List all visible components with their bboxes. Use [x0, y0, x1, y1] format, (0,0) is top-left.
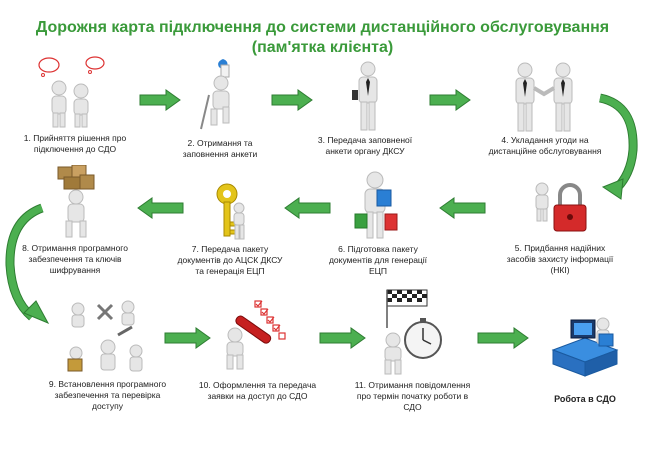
arrow-right-6	[477, 327, 529, 349]
arrow-right-3	[429, 89, 471, 111]
padlock-icon	[535, 182, 587, 232]
diagram-title: Дорожня карта підключення до системи дис…	[35, 19, 610, 36]
arrow-left-3	[137, 197, 184, 219]
shopping-bags-icon	[354, 171, 398, 239]
businessman-document-icon	[352, 61, 378, 131]
handshake-icon	[515, 62, 573, 132]
arrow-right-5	[319, 327, 366, 349]
arrow-right-4	[164, 327, 211, 349]
stopwatch-flag-icon	[384, 289, 442, 375]
arrow-curve-right	[598, 93, 638, 200]
form-filling-icon	[200, 59, 230, 130]
step-final-caption: Робота в СДО	[554, 394, 616, 404]
thinking-people-icon	[38, 56, 105, 128]
arrow-left-1	[439, 197, 486, 219]
arrow-right-1	[139, 89, 181, 111]
computer-desk-icon	[551, 317, 619, 377]
arrow-curve-left	[5, 203, 50, 325]
arrow-right-2	[271, 89, 313, 111]
tools-icon	[67, 300, 143, 372]
diagram-subtitle: (пам'ятка клієнта)	[251, 39, 394, 56]
carrying-boxes-icon	[57, 165, 95, 238]
key-icon	[216, 183, 245, 240]
step-final: Робота в СДО	[530, 310, 640, 410]
arrow-left-2	[284, 197, 331, 219]
checklist-pen-icon	[226, 300, 286, 370]
